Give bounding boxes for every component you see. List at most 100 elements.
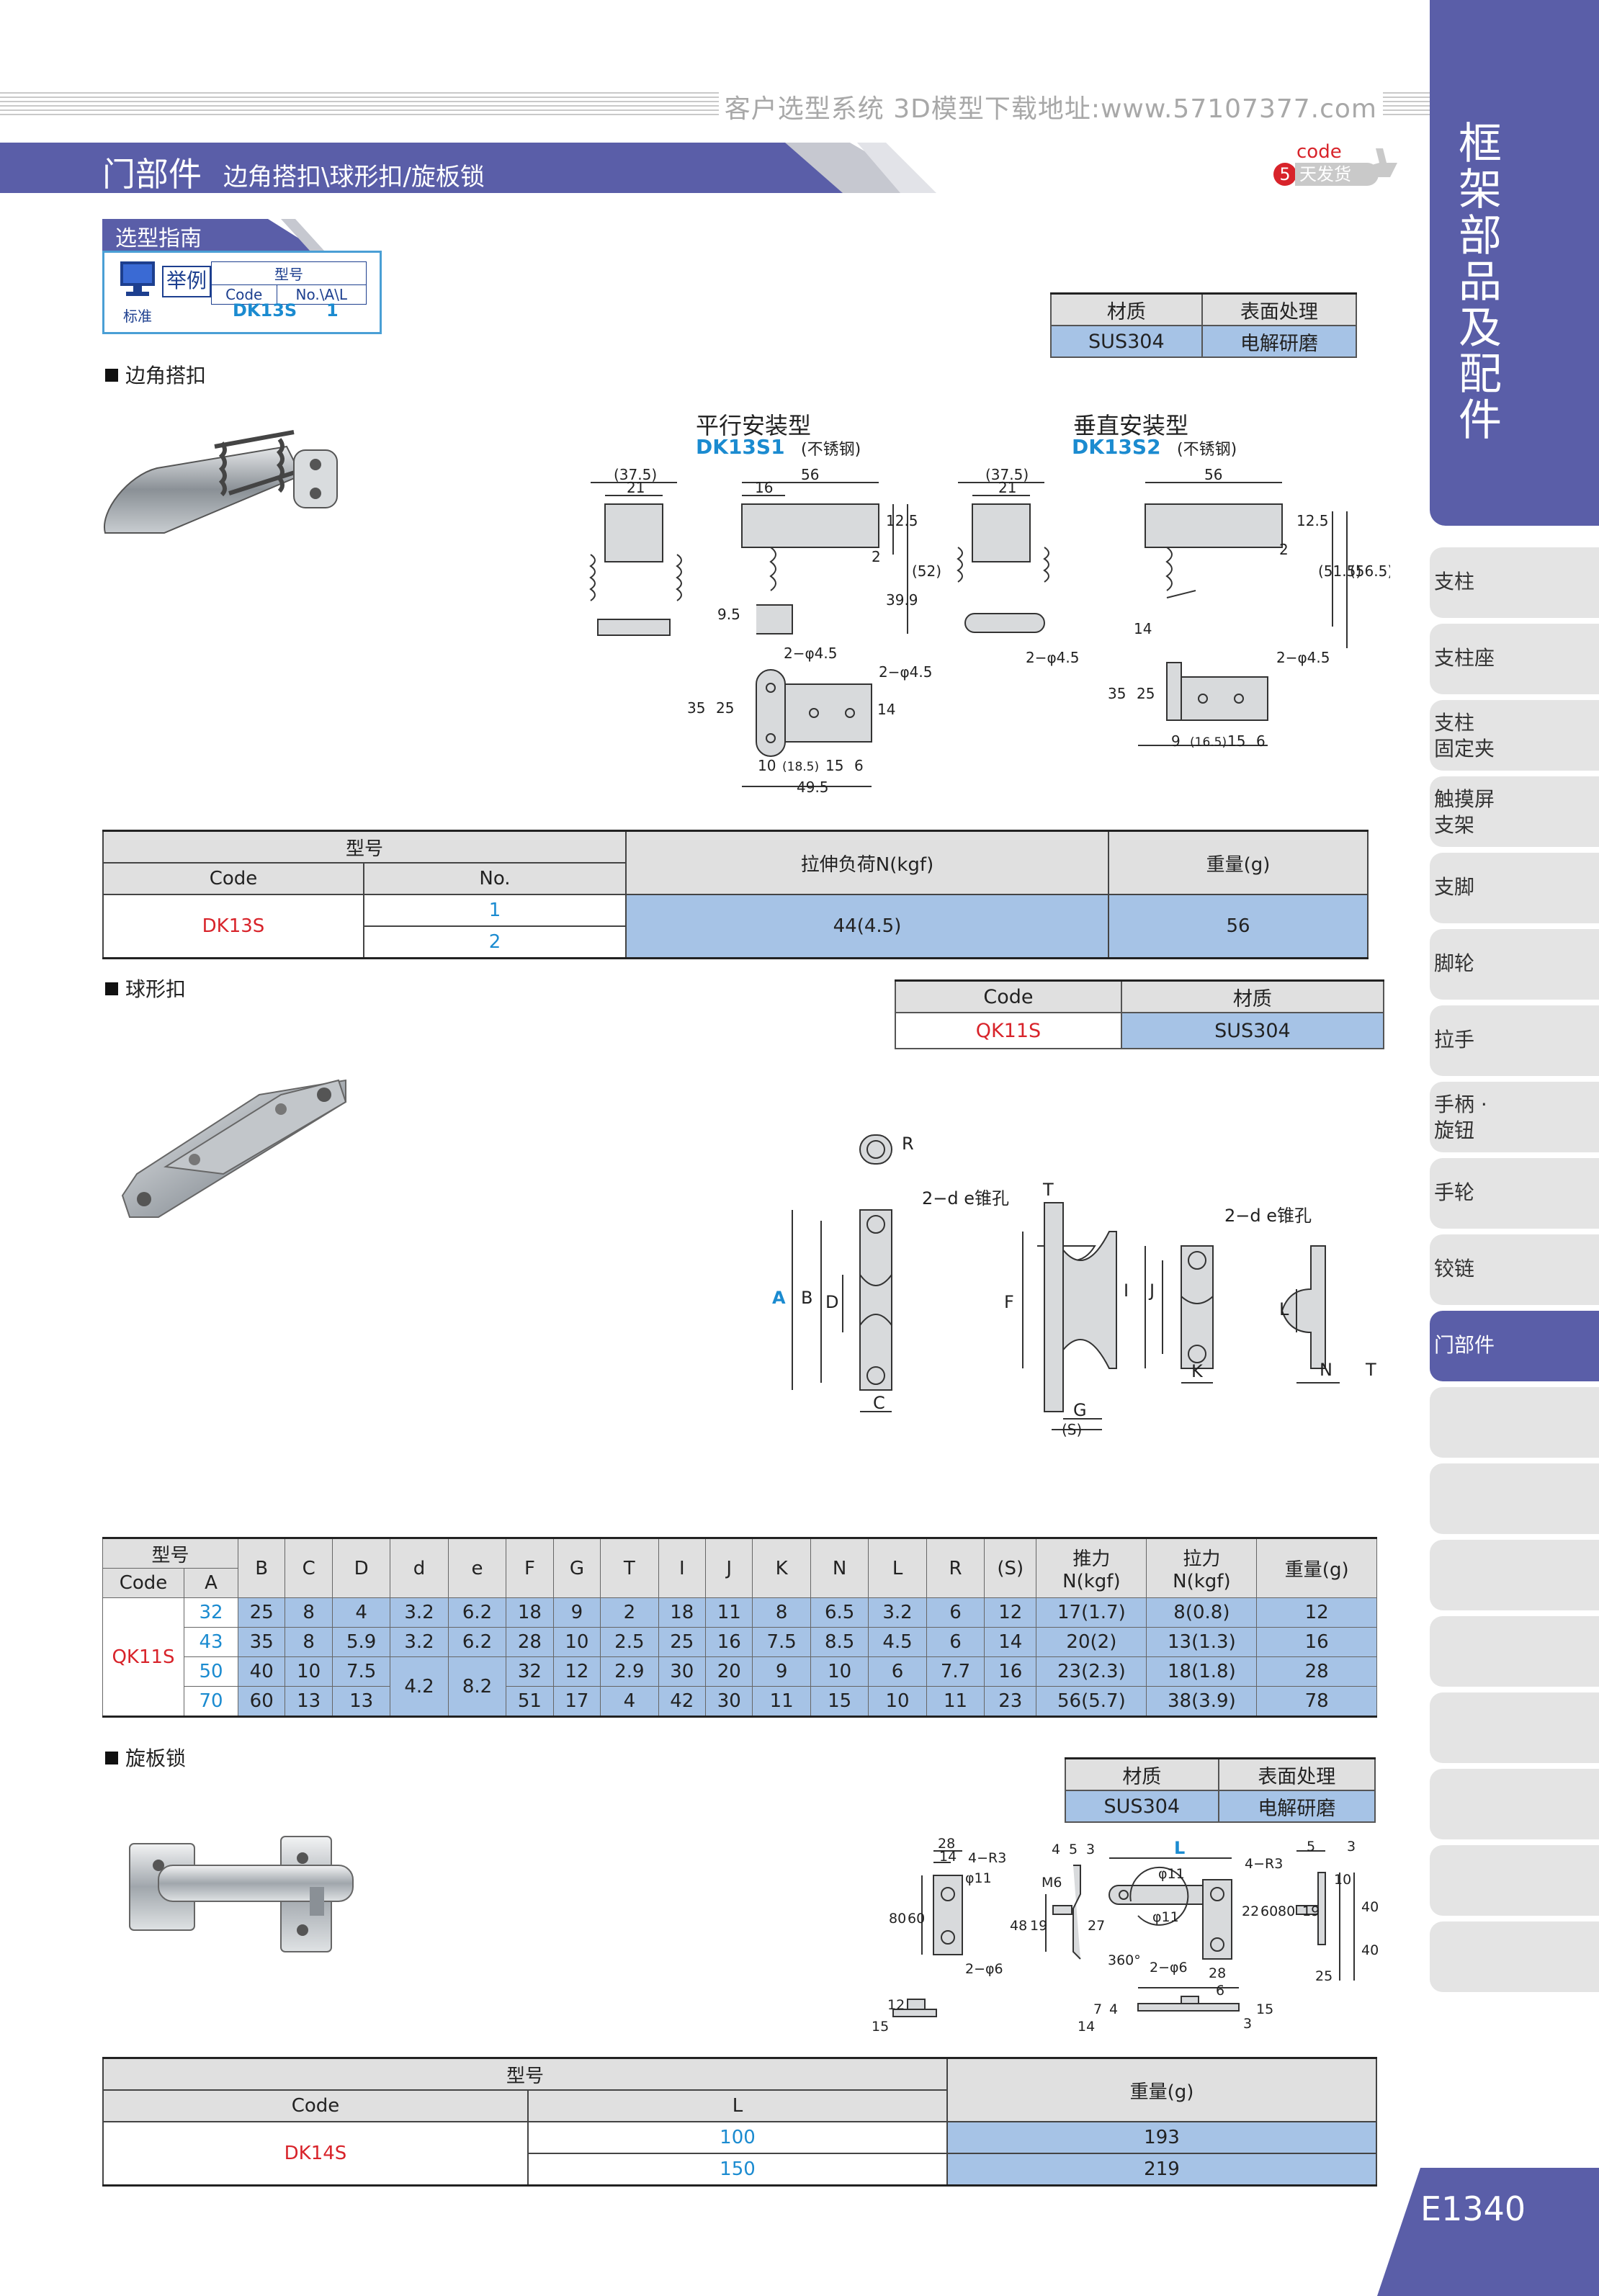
qk-col-11: N — [810, 1538, 869, 1598]
sidebar-item-15[interactable] — [1430, 1692, 1599, 1763]
rotary-lock-drawings: 28 14 4−R3 φ11 80 60 2−φ6 4 5 3 M6 48 19… — [872, 1837, 1379, 2035]
qk-pull-value: 38(3.9) — [1146, 1686, 1258, 1717]
qk-cell: 30 — [705, 1686, 753, 1717]
lock-dim-3b: 3 — [1347, 1839, 1356, 1855]
lock-dim-60a: 60 — [908, 1911, 925, 1927]
qk-code-cell: QK11S — [102, 1597, 184, 1717]
lock-dim-14: 14 — [939, 1849, 957, 1865]
qk-cell: 4.2 — [390, 1656, 449, 1717]
lock-dim-25: 25 — [1315, 1968, 1332, 1984]
material-value: SUS304 — [1050, 325, 1203, 358]
guide-model-header: 型号 — [211, 261, 367, 285]
dim-125a: 12.5 — [886, 512, 918, 529]
qk-col-2: D — [331, 1538, 391, 1598]
dk-load: 44(4.5) — [625, 894, 1109, 959]
dim-35a: 35 — [687, 699, 705, 717]
qk-model-header: 型号 — [102, 1538, 238, 1569]
qk-cell: 6.2 — [447, 1597, 507, 1628]
dim-2a: 2 — [872, 548, 881, 565]
qk-cell: 16 — [984, 1656, 1037, 1687]
dim-2b: 2 — [1279, 541, 1289, 558]
sidebar-item-16[interactable] — [1430, 1769, 1599, 1839]
sidebar-item-9[interactable]: 铰链 — [1430, 1234, 1599, 1305]
lock-dim-L: L — [1174, 1838, 1185, 1858]
qk-cell: 35 — [237, 1627, 286, 1657]
sidebar-item-12[interactable] — [1430, 1463, 1599, 1534]
qk-label-A: A — [772, 1288, 786, 1308]
lock-dim-12: 12 — [887, 1997, 905, 2013]
dim-14a: 14 — [877, 701, 895, 718]
sidebar-item-4[interactable]: 支脚 — [1430, 853, 1599, 923]
qk-cell: 3.2 — [390, 1597, 449, 1628]
sidebar-item-0[interactable]: 支柱 — [1430, 547, 1599, 618]
qk-weight-value: 12 — [1256, 1597, 1377, 1628]
sidebar-item-13[interactable] — [1430, 1540, 1599, 1610]
material-header: 材质 — [1050, 292, 1203, 326]
qk-cell: 51 — [506, 1686, 554, 1717]
sidebar-item-10[interactable]: 门部件 — [1430, 1311, 1599, 1381]
qk-cell: 12 — [984, 1597, 1037, 1628]
qk-cell: 10 — [285, 1656, 333, 1687]
qk-cell: 3.2 — [390, 1627, 449, 1657]
qk-cell: 18 — [658, 1597, 707, 1628]
sidebar-item-1[interactable]: 支柱座 — [1430, 624, 1599, 694]
qk-label-I: I — [1124, 1281, 1129, 1301]
qk-col-5: F — [506, 1538, 554, 1598]
qk-push-value: 56(5.7) — [1036, 1686, 1147, 1717]
material-table-1: 材质 表面处理 SUS304 电解研磨 — [1050, 292, 1358, 358]
sidebar-item-8[interactable]: 手轮 — [1430, 1158, 1599, 1229]
lock-dim-19b: 19 — [1302, 1903, 1320, 1919]
lock-l-100: 100 — [527, 2121, 948, 2154]
sidebar-item-11[interactable] — [1430, 1387, 1599, 1458]
sidebar-item-17[interactable] — [1430, 1845, 1599, 1916]
qk-weight-value: 28 — [1256, 1656, 1377, 1687]
qk-cell: 28 — [506, 1627, 554, 1657]
qk-label-hole-a: 2−d e锥孔 — [922, 1188, 1009, 1208]
lock-dim-14b: 14 — [1078, 2019, 1095, 2035]
qk-cell: 15 — [810, 1686, 869, 1717]
qk-code: QK11S — [895, 1012, 1122, 1049]
dim-25b: 25 — [1137, 685, 1155, 702]
sidebar-item-5[interactable]: 脚轮 — [1430, 929, 1599, 1000]
section-bullet — [105, 982, 118, 995]
qk-cell: 6.5 — [810, 1597, 869, 1628]
qk-weight-value: 78 — [1256, 1686, 1377, 1717]
sidebar-item-14[interactable] — [1430, 1616, 1599, 1687]
dim-6a: 6 — [854, 757, 864, 774]
qk-cell: 4 — [331, 1597, 391, 1628]
guide-col-no: No.\A\L — [276, 284, 367, 305]
lock-dim-80a: 80 — [889, 1911, 906, 1927]
qk-push-value: 20(2) — [1036, 1627, 1147, 1657]
qk-cell: 2.5 — [600, 1627, 659, 1657]
qk-cell: 11 — [705, 1597, 753, 1628]
truck-icon — [1354, 148, 1397, 177]
qk-code-col: Code — [102, 1568, 184, 1598]
qk-a-value: 43 — [184, 1627, 238, 1657]
lock-code: DK14S — [102, 2121, 529, 2187]
badge-delivery-text: 天发货 — [1295, 163, 1379, 186]
dk-code: DK13S — [102, 894, 364, 959]
sidebar-item-3[interactable]: 触摸屏 支架 — [1430, 776, 1599, 847]
dim-21a: 21 — [627, 479, 645, 496]
sidebar-item-18[interactable] — [1430, 1921, 1599, 1992]
qk-pull-value: 18(1.8) — [1146, 1656, 1258, 1687]
lock-dim-r3a: 4−R3 — [968, 1850, 1006, 1866]
sidebar-item-7[interactable]: 手柄 · 旋钮 — [1430, 1082, 1599, 1152]
dk-model-header: 型号 — [102, 830, 627, 864]
qk-cell: 2.9 — [600, 1656, 659, 1687]
vertical-type-code: DK13S2 — [1072, 435, 1161, 459]
sidebar-item-6[interactable]: 拉手 — [1430, 1005, 1599, 1076]
lock-dim-28a: 28 — [938, 1837, 955, 1852]
dim-15a: 15 — [825, 757, 843, 774]
qk-cell: 7.5 — [752, 1627, 811, 1657]
dim-515: (51.5) — [1318, 562, 1361, 580]
sidebar-item-2[interactable]: 支柱 固定夹 — [1430, 700, 1599, 771]
qk-cell: 9 — [552, 1597, 601, 1628]
lock-dim-phi11a: φ11 — [965, 1870, 992, 1886]
dim-125b: 12.5 — [1296, 512, 1329, 529]
qk-cell: 13 — [285, 1686, 333, 1717]
badge-code-label: code — [1296, 141, 1342, 163]
dim-495: 49.5 — [797, 779, 829, 796]
dk-code-header: Code — [102, 862, 364, 895]
page-subtitle: 边角搭扣\球形扣/旋板锁 — [223, 163, 485, 192]
